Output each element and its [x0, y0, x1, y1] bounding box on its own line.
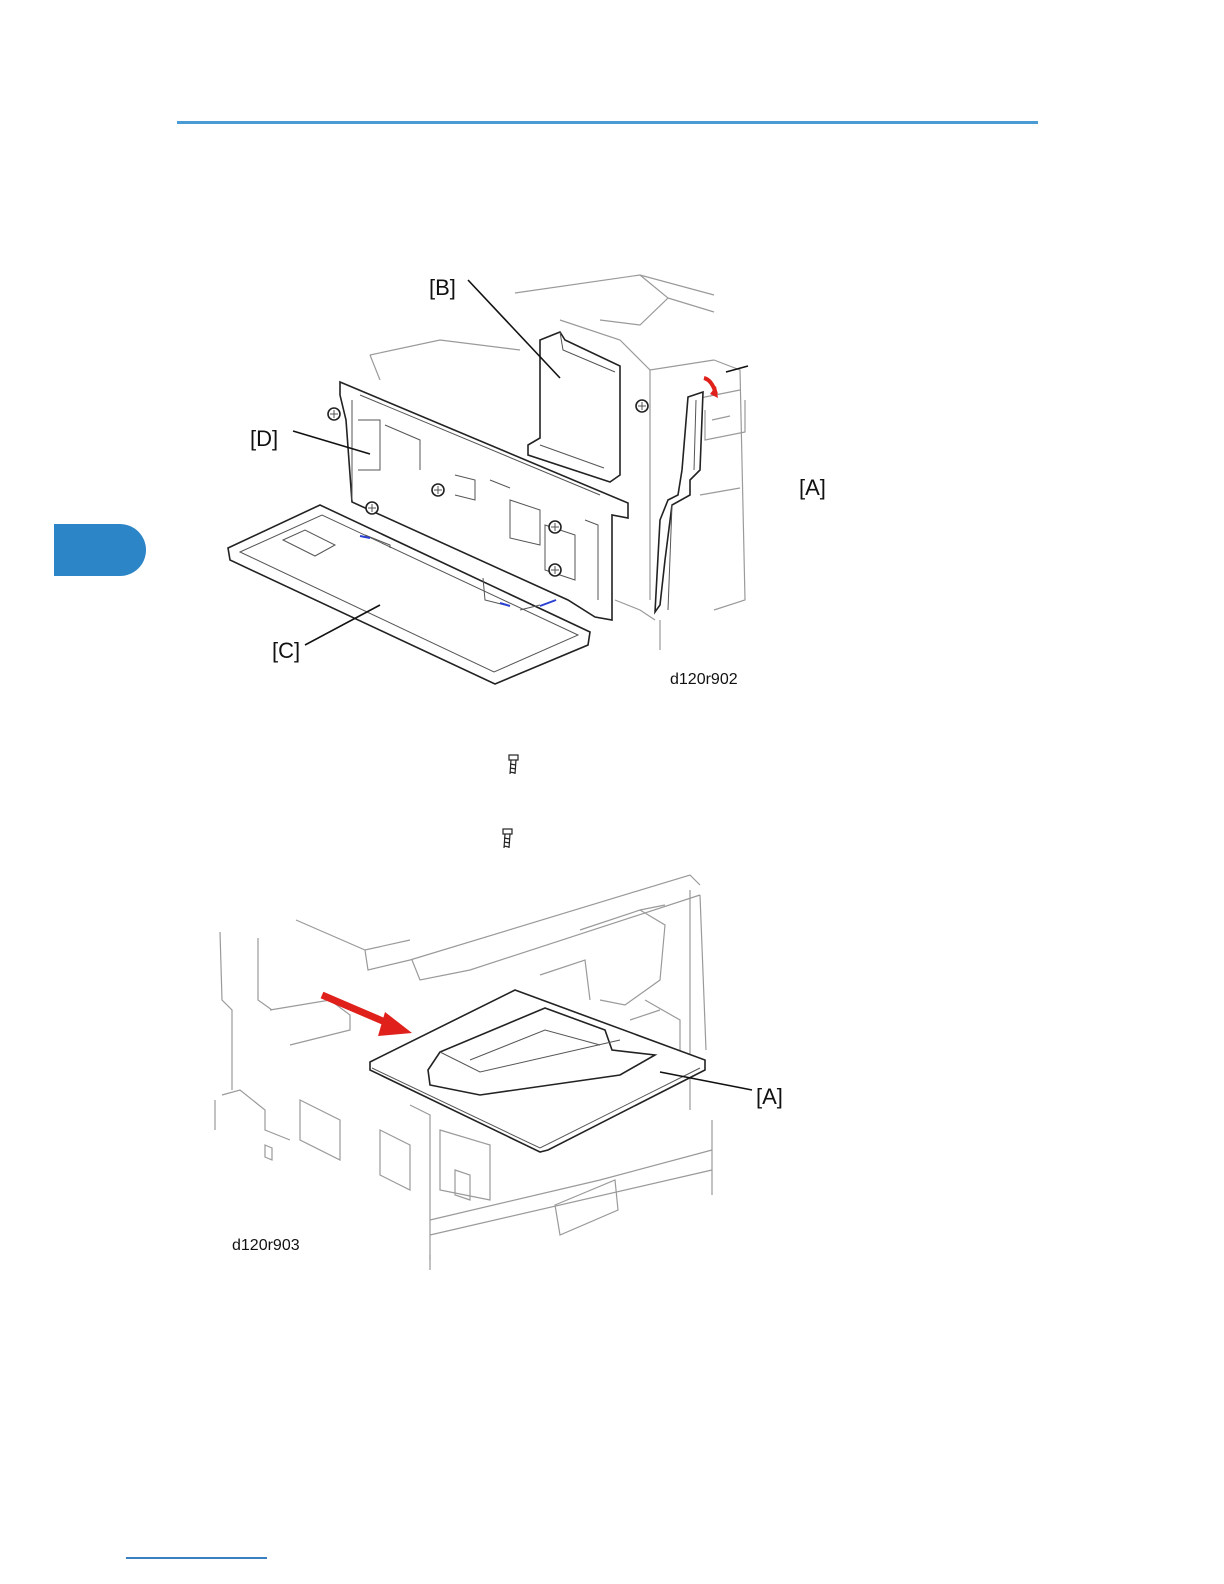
screw-icon [503, 829, 512, 848]
label-a: [A] [799, 475, 826, 500]
leader-b [468, 280, 560, 378]
figure-d120r902: [B] [D] [A] [C] d120r902 [228, 275, 826, 688]
label-d: [D] [250, 426, 278, 451]
figure-d120r903: [A] d120r903 [215, 875, 783, 1270]
screw-icon [509, 755, 518, 774]
label-a: [A] [756, 1084, 783, 1109]
figure-code: d120r903 [232, 1237, 300, 1254]
figure-code: d120r902 [670, 671, 738, 688]
red-arrow [322, 995, 412, 1036]
tray-a [370, 990, 705, 1152]
cover-b [528, 332, 620, 482]
label-b: [B] [429, 275, 456, 300]
label-c: [C] [272, 638, 300, 663]
